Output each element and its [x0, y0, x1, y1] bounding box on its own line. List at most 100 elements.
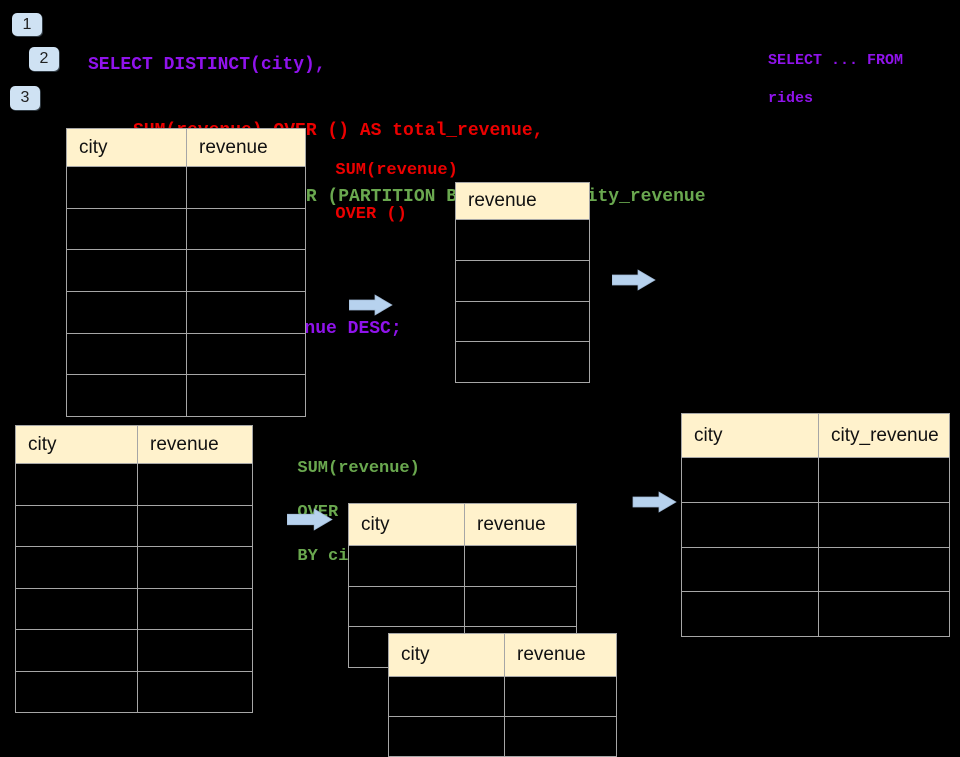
table-row: [16, 504, 252, 547]
table-row: [16, 629, 252, 671]
table-cell: [349, 546, 464, 586]
table-source-rides-top: city revenue: [66, 128, 306, 417]
table-row: [456, 219, 589, 260]
side-note-select-from-rides: SELECT ... FROM rides: [750, 32, 903, 108]
table-cell: [389, 677, 504, 716]
table-cell: [456, 220, 589, 260]
sql-line-select: SELECT DISTINCT(city),: [88, 55, 326, 75]
table-row: [682, 591, 949, 636]
table-cell: [67, 375, 186, 416]
table-cell: [818, 458, 949, 502]
table-cell: [349, 587, 464, 627]
table-row: [456, 259, 589, 301]
right-arrow-icon: [286, 508, 333, 536]
table-cell: [682, 592, 818, 636]
table-cell: [16, 464, 137, 505]
table-cell: [682, 503, 818, 547]
right-arrow-icon: [348, 294, 393, 321]
table-header-row: city revenue: [389, 634, 616, 676]
step-badge-1: 1: [12, 13, 42, 36]
table-row: [16, 670, 252, 713]
table-header-row: city city_revenue: [682, 414, 949, 457]
table-cell: [504, 717, 616, 756]
table-cell: [137, 630, 252, 671]
table-row: [16, 587, 252, 630]
table-body: [682, 457, 949, 636]
column-header-revenue: revenue: [186, 129, 305, 166]
right-arrow-icon: [632, 491, 678, 518]
table-cell: [137, 464, 252, 505]
side-note-line-2: rides: [768, 90, 814, 107]
column-header-city: city: [401, 644, 430, 665]
table-row: [682, 501, 949, 547]
table-cell: [186, 333, 305, 375]
table-body: [67, 166, 305, 417]
table-cell: [186, 292, 305, 333]
column-header-revenue: revenue: [504, 634, 616, 676]
column-header-city: city: [361, 513, 390, 535]
table-cell: [186, 250, 305, 292]
table-result-city-revenue: city city_revenue: [681, 413, 950, 637]
table-cell: [67, 209, 186, 250]
table-cell: [682, 458, 818, 502]
table-row: [67, 249, 305, 292]
column-header-city: city: [79, 136, 108, 158]
column-header-city-revenue: city_revenue: [818, 414, 949, 457]
table-body: [456, 219, 589, 382]
table-header-row: revenue: [456, 183, 589, 219]
label-total-line-1: SUM(revenue): [335, 161, 458, 180]
table-cell: [504, 677, 616, 716]
table-cell: [456, 342, 589, 382]
table-header-row: city revenue: [16, 426, 252, 463]
table-cell: [818, 592, 949, 636]
step-badge-2: 2: [29, 47, 59, 71]
label-partition-line-1: SUM(revenue): [297, 459, 420, 478]
table-row: [349, 545, 576, 586]
table-row: [16, 463, 252, 505]
table-cell: [456, 261, 589, 301]
table-row: [389, 716, 616, 756]
table-cell: [67, 250, 186, 291]
table-partition-front: city revenue: [388, 633, 617, 757]
table-cell: [186, 375, 305, 417]
table-cell: [16, 630, 137, 671]
table-cell: [682, 548, 818, 592]
table-cell: [389, 717, 504, 756]
table-row: [389, 676, 616, 716]
table-cell: [16, 506, 137, 547]
right-arrow-icon: [611, 269, 656, 296]
step-badge-3: 3: [10, 86, 40, 110]
table-cell: [67, 292, 186, 333]
table-row: [67, 207, 305, 250]
table-cell: [464, 546, 576, 586]
column-header-revenue: revenue: [464, 504, 576, 545]
table-body: [16, 463, 252, 712]
column-header-city: city: [28, 433, 57, 455]
label-total-line-2: OVER (): [335, 205, 407, 224]
table-row: [456, 300, 589, 342]
table-header-row: city revenue: [67, 129, 305, 166]
table-source-rides-bottom: city revenue: [15, 425, 253, 713]
table-header-row: city revenue: [349, 504, 576, 545]
column-header-revenue: revenue: [468, 190, 537, 211]
column-header-city: city: [694, 424, 723, 446]
table-cell: [186, 208, 305, 250]
table-cell: [16, 589, 137, 630]
table-row: [67, 166, 305, 208]
table-cell: [16, 672, 137, 713]
table-row: [67, 291, 305, 333]
table-row: [682, 457, 949, 502]
table-cell: [137, 671, 252, 712]
table-row: [67, 374, 305, 417]
table-row: [67, 332, 305, 375]
table-cell: [818, 502, 949, 547]
table-row: [456, 341, 589, 382]
table-row: [16, 546, 252, 588]
column-header-revenue: revenue: [137, 426, 252, 463]
table-cell: [67, 167, 186, 208]
table-row: [349, 585, 576, 627]
side-note-line-1: SELECT ... FROM: [768, 52, 904, 69]
table-cell: [137, 505, 252, 546]
table-cell: [464, 586, 576, 627]
table-cell: [818, 547, 949, 592]
